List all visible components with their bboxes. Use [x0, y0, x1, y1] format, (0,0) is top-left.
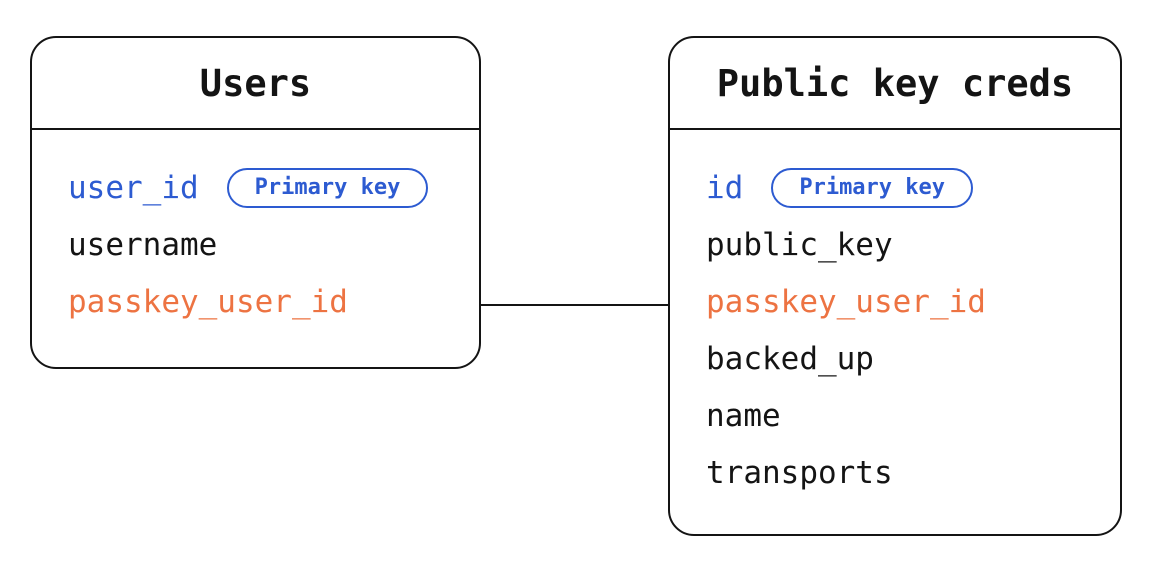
users-field-list: user_id Primary key username passkey_use… — [32, 130, 479, 330]
field-name: passkey_user_id — [68, 283, 348, 320]
field-row-username: username — [68, 216, 479, 273]
field-name: username — [68, 226, 218, 263]
users-table-header: Users — [32, 38, 479, 130]
field-row-backed-up: backed_up — [706, 330, 1120, 387]
users-table: Users user_id Primary key username passk… — [30, 36, 481, 369]
field-row-name: name — [706, 387, 1120, 444]
field-row-passkey-user-id: passkey_user_id — [68, 273, 479, 330]
field-row-id: id Primary key — [706, 159, 1120, 216]
primary-key-badge: Primary key — [771, 167, 974, 208]
field-row-transports: transports — [706, 444, 1120, 501]
primary-key-badge: Primary key — [226, 167, 429, 208]
public-key-creds-table: Public key creds id Primary key public_k… — [668, 36, 1122, 536]
field-name: id — [706, 169, 744, 206]
field-row-public-key: public_key — [706, 216, 1120, 273]
users-table-title: Users — [199, 61, 312, 105]
creds-table-title: Public key creds — [716, 61, 1074, 105]
field-row-passkey-user-id: passkey_user_id — [706, 273, 1120, 330]
relationship-line — [481, 304, 668, 306]
field-name: passkey_user_id — [706, 283, 986, 320]
field-name: transports — [706, 454, 893, 491]
creds-table-header: Public key creds — [670, 38, 1120, 130]
field-name: user_id — [68, 169, 199, 206]
field-row-user-id: user_id Primary key — [68, 159, 479, 216]
field-name: public_key — [706, 226, 893, 263]
creds-field-list: id Primary key public_key passkey_user_i… — [670, 130, 1120, 501]
field-name: backed_up — [706, 340, 874, 377]
field-name: name — [706, 397, 781, 434]
